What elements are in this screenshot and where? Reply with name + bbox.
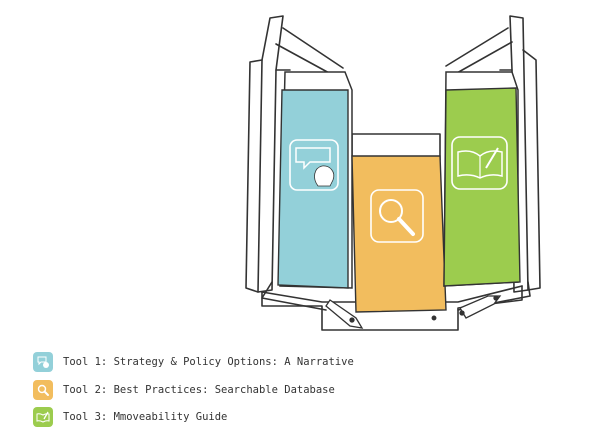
book-pencil-icon — [36, 411, 50, 423]
tool2-panel — [351, 155, 447, 313]
legend-item-tool2[interactable]: Tool 2: Best Practices: Searchable Datab… — [33, 380, 335, 400]
tool2-column — [351, 155, 447, 313]
tool3-column — [443, 71, 521, 287]
tool1-column — [277, 71, 353, 289]
legend-item-tool3[interactable]: Tool 3: Mmoveability Guide — [33, 407, 227, 427]
legend-label-tool2: Tool 2: Best Practices: Searchable Datab… — [63, 384, 335, 396]
legend-label-tool1: Tool 1: Strategy & Policy Options: A Nar… — [63, 356, 354, 368]
tray-base — [261, 285, 523, 331]
legend-swatch-tool2 — [33, 380, 53, 400]
speech-bubble-head-icon — [37, 356, 49, 368]
legend-swatch-tool1 — [33, 352, 53, 372]
legend-label-tool3: Tool 3: Mmoveability Guide — [63, 411, 228, 423]
right-handle — [509, 15, 529, 293]
magnifier-icon — [37, 384, 49, 396]
legend-swatch-tool3 — [33, 407, 53, 427]
tool1-panel — [277, 89, 349, 289]
legend-item-tool1[interactable]: Tool 1: Strategy & Policy Options: A Nar… — [33, 352, 354, 372]
